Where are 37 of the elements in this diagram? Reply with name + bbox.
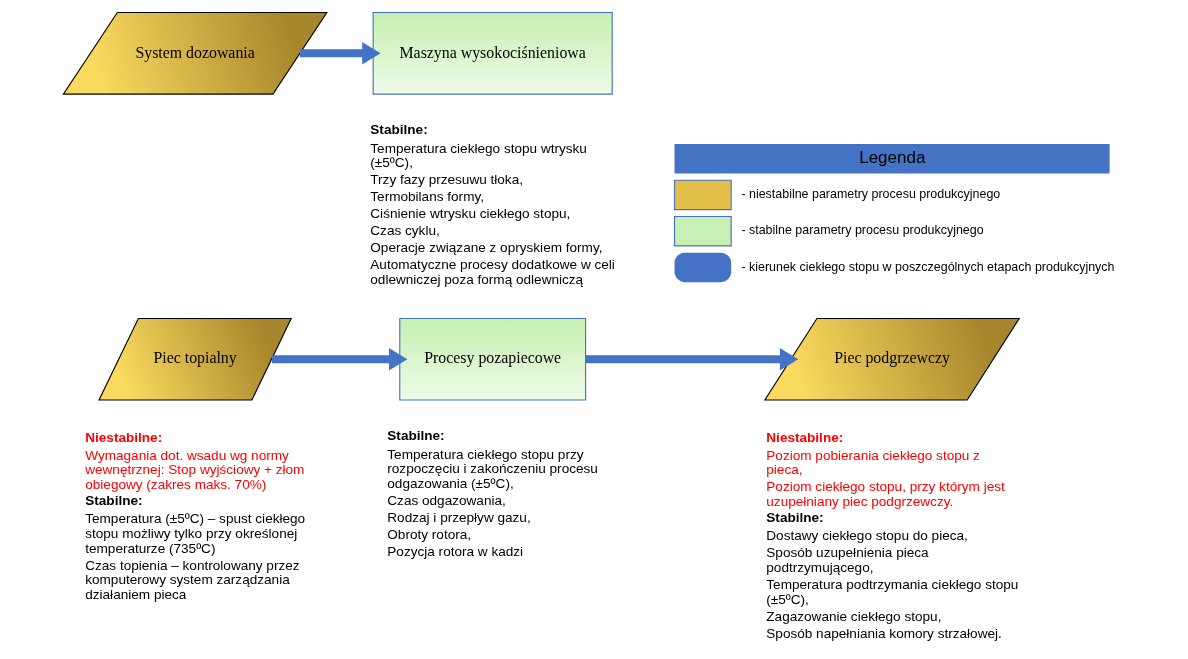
node-box: Procesy pozapiecowe bbox=[398, 317, 586, 401]
node-label: Stabilne: bbox=[386, 428, 445, 444]
node-label: Czas topienia – kontrolowany przez komputerowy system zarządzania działaniem pieca bbox=[84, 557, 300, 602]
legend-label: - stabilne parametry procesu produkcyjnego bbox=[740, 223, 984, 238]
arrow bbox=[271, 348, 407, 371]
node-label: Operacje związane z opryskiem formy, bbox=[369, 240, 602, 256]
node-label: Trzy fazy przesuwu tłoka, bbox=[369, 172, 523, 188]
legend-label: - kierunek ciekłego stopu w poszczególnych etapach produkcyjnych bbox=[740, 259, 1114, 274]
legend-label: - niestabilne parametry procesu produkcyjnego bbox=[740, 187, 1000, 202]
node-label: Dostawy ciekłego stopu do pieca, bbox=[765, 528, 968, 544]
label: Legenda bbox=[858, 147, 925, 167]
node-label: Sposób napełniania komory strzałowej. bbox=[765, 625, 1002, 641]
node-label: Temperatura podtrzymania ciekłego stopu (±5ºC), bbox=[765, 576, 1018, 607]
node-label: Rodzaj i przepływ gazu, bbox=[386, 509, 531, 525]
node-label: Niestabilne: bbox=[84, 429, 162, 445]
arrow bbox=[299, 42, 381, 65]
node-label: Poziom pobierania ciekłego stopu z pieca, bbox=[765, 447, 980, 478]
node-label: Ciśnienie wtrysku ciekłego stopu, bbox=[369, 206, 570, 222]
node-label: Poziom ciekłego stopu, przy którym jest uzupełniany piec podgrzewczy. bbox=[765, 479, 1005, 510]
node-label: Stabilne: bbox=[369, 122, 428, 138]
node-label: Temperatura (±5ºC) – spust ciekłego stopu możliwy tylko przy określonej temperaturze (735ºC) bbox=[84, 511, 305, 556]
node-label: Pozycja rotora w kadzi bbox=[386, 543, 523, 559]
node-box: Maszyna wysokociśnieniowa bbox=[372, 11, 613, 95]
node-label: Niestabilne: bbox=[765, 429, 843, 445]
node-label: Stabilne: bbox=[765, 509, 824, 525]
node-label: Stabilne: bbox=[84, 492, 143, 508]
node-label: Automatyczne procesy dodatkowe w celi odlewniczej poza formą odlewniczą bbox=[369, 257, 615, 288]
arrow bbox=[585, 348, 798, 371]
node-label: Sposób uzupełnienia pieca podtrzymującego, bbox=[765, 545, 929, 575]
node-label: Termobilans formy, bbox=[369, 189, 484, 205]
node-label: Temperatura ciekłego stopu wtrysku (±5ºC), bbox=[369, 140, 587, 171]
node-label: Wymagania dot. wsadu wg normy wewnętrznej: Stop wyjściowy + złom obiegowy (zakres maks. 70%) bbox=[84, 447, 304, 493]
node-label: Zagazowanie ciekłego stopu, bbox=[765, 608, 941, 624]
node-label: Czas odgazowania, bbox=[386, 492, 506, 508]
node-label: Czas cyklu, bbox=[369, 223, 440, 239]
node-label: Temperatura ciekłego stopu przy rozpoczęciu i zakończeniu procesu odgazowania (±5ºC), bbox=[386, 446, 598, 491]
node-label: Obroty rotora, bbox=[386, 526, 471, 542]
